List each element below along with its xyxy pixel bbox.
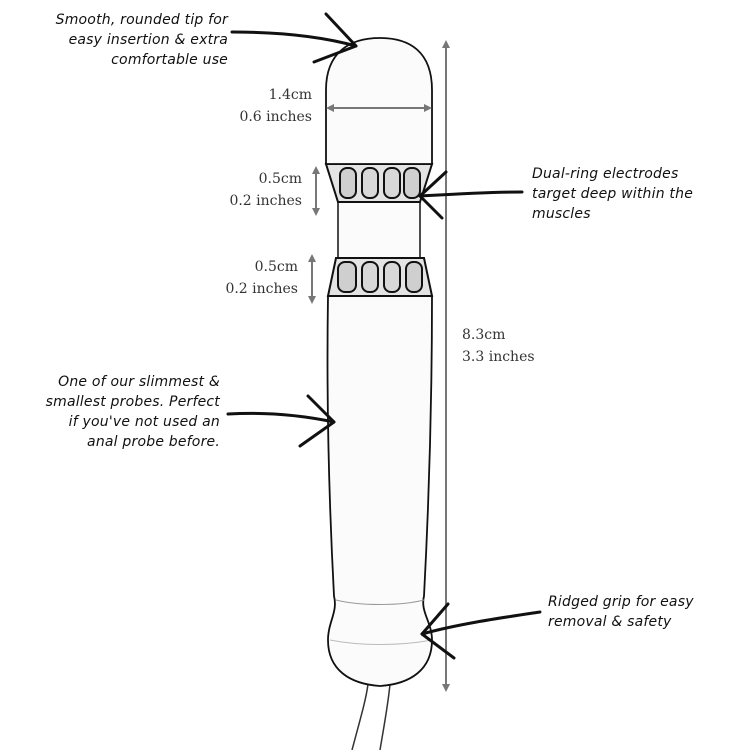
upper-ring-dimension-label: 0.5cm 0.2 inches xyxy=(229,171,302,209)
electrodes-callout-arrow xyxy=(418,170,524,220)
grip-callout-arrow xyxy=(420,602,542,660)
probe-body xyxy=(326,295,433,687)
lower-ring-dimension-label: 0.5cm 0.2 inches xyxy=(225,259,298,297)
tip-callout: Smooth, rounded tip for easy insertion &… xyxy=(55,12,228,68)
tip-callout-arrow xyxy=(230,12,358,64)
probe-tip xyxy=(325,37,433,165)
probe-neck xyxy=(337,201,421,259)
slim-callout: One of our slimmest & smallest probes. P… xyxy=(45,374,220,450)
grip-ridge xyxy=(329,639,433,645)
electrodes-callout: Dual-ring electrodes target deep within … xyxy=(532,166,694,222)
length-dimension-label: 8.3cm 3.3 inches xyxy=(462,327,535,365)
cable-edge xyxy=(379,683,391,750)
grip-callout: Ridged grip for easy removal & safety xyxy=(548,594,694,630)
upper-electrode-ring xyxy=(324,163,434,203)
grip-ridge xyxy=(335,599,425,605)
slim-callout-arrow xyxy=(226,394,336,448)
cable xyxy=(351,683,369,750)
width-dimension-label: 1.4cm 0.6 inches xyxy=(239,87,312,125)
lower-electrode-ring xyxy=(326,257,434,297)
